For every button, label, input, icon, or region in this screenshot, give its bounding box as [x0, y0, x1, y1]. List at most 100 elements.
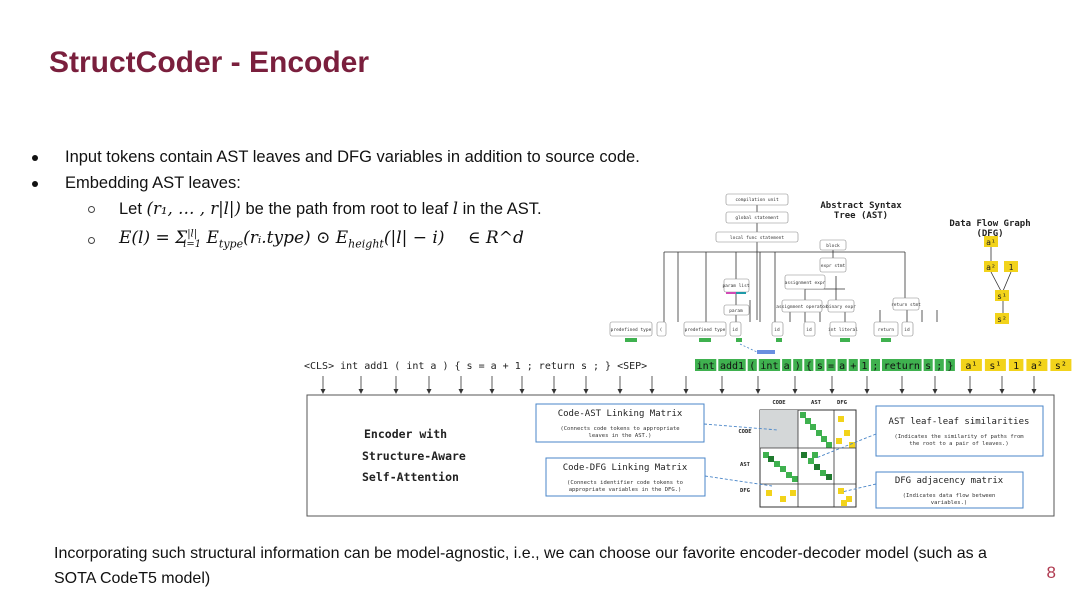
arrow-head [932, 389, 938, 394]
ast-leaf-desc2: the root to a pair of leaves.) [909, 441, 1008, 447]
encoder-label-line3: Self-Attention [362, 470, 459, 484]
ast-token: { [806, 361, 812, 372]
matrix-cell [844, 430, 850, 436]
ast-leaf-label: id [904, 327, 910, 333]
matrix-col-label: AST [811, 400, 822, 406]
ast-token: ) [795, 361, 801, 372]
matrix-cell [780, 466, 786, 472]
arrow-head [967, 389, 973, 394]
ast-node [683, 321, 727, 337]
ast-token-bg [882, 359, 922, 371]
ast-title-line1: Abstract Syntax [820, 201, 902, 211]
dfg-token-bg [984, 359, 1006, 371]
matrix-cell [838, 416, 844, 422]
formula-sub: i=1 [183, 239, 202, 251]
matrix-cell [826, 442, 832, 448]
bullet-2: Embedding AST leaves: [65, 174, 241, 192]
arrow-head [755, 389, 761, 394]
page-number: 8 [1046, 563, 1056, 582]
dfg-adj-desc2: variables.) [931, 500, 967, 506]
arrow-head [864, 389, 870, 394]
sub-bullet-1: Let (r₁, … , r|l|) be the path from root… [119, 199, 542, 219]
encoder-label: Encoder with Structure-Aware Self-Attent… [362, 427, 466, 484]
ast-leaf [873, 321, 899, 337]
ast-node-label: param list [722, 283, 749, 289]
formula-lhs: E(l) = Σ [119, 228, 188, 248]
ast-token: int [760, 361, 778, 372]
ast-node-label: binary expr [826, 304, 856, 310]
ast-token-bg [793, 359, 803, 371]
matrix-cell [780, 496, 786, 502]
ast-token: a [839, 361, 845, 372]
ast-node-label: assignment expr [785, 280, 826, 286]
dashed-connectors [703, 423, 877, 493]
ast-leaf-label: return [878, 327, 895, 333]
ast-node [781, 299, 823, 313]
code-token-sequence: <CLS> int add1 ( int a ) { s = a + 1 ; r… [304, 361, 647, 372]
dfg-token: s² [1055, 361, 1067, 372]
ast-token-bg [870, 359, 880, 371]
ast-leaf [803, 321, 816, 337]
ast-token: add1 [720, 361, 744, 372]
ast-leaf-label: id [774, 327, 780, 333]
formula-term1: E [206, 228, 219, 248]
code-dfg-desc1: (Connects identifier code tokens to [567, 480, 683, 486]
arrow-head [719, 389, 725, 394]
matrix-col-label: DFG [837, 400, 848, 406]
ast-token: ; [872, 361, 878, 372]
code-dfg-desc2: appropriate variables in the DFG.) [569, 487, 682, 493]
dfg-token-bg [1026, 359, 1048, 371]
ast-leaf [771, 321, 784, 337]
dfg-title-line1: Data Flow Graph [949, 219, 1030, 229]
arrow-head [519, 389, 525, 394]
ast-token-bg [782, 359, 792, 371]
matrix-cell [826, 474, 832, 480]
bullet-dot [32, 155, 38, 161]
ast-node [715, 231, 799, 243]
ast-node-label: block [826, 243, 840, 249]
leaf-color-markers [625, 292, 891, 354]
matrix-cell [821, 436, 827, 442]
dfg-token: s¹ [989, 361, 1001, 372]
arrow-head [649, 389, 655, 394]
code-ast-desc2: leaves in the AST.) [589, 433, 652, 439]
arrow-head [899, 389, 905, 394]
ast-node [819, 257, 847, 273]
ast-token: + [850, 361, 856, 372]
dfg-token: a² [1031, 361, 1043, 372]
ast-token-bg [758, 359, 781, 371]
matrix-cell [768, 456, 774, 462]
matrix-cell [800, 412, 806, 418]
arrow-head [489, 389, 495, 394]
ast-token-bg [837, 359, 847, 371]
dfg-node [1004, 261, 1018, 272]
ast-token: s [817, 361, 823, 372]
dfg-node [995, 313, 1009, 324]
ast-node [725, 193, 789, 206]
matrix-cell [763, 452, 769, 458]
ast-node-label: return stmt [891, 302, 921, 308]
formula-term2-sub: height [348, 237, 384, 251]
arrow-head [458, 389, 464, 394]
ast-nodes: compilation unit global statement local … [609, 193, 921, 337]
ast-token: return [884, 361, 920, 372]
ast-node [609, 321, 653, 337]
matrix-cell [838, 488, 844, 494]
matrix-cell [812, 452, 818, 458]
arrow-head [358, 389, 364, 394]
arrow-head [426, 389, 432, 394]
ast-node-label: compilation unit [735, 197, 779, 203]
ast-node [892, 297, 920, 311]
matrix-cell [808, 458, 814, 464]
ast-token-bg [826, 359, 836, 371]
dfg-graph: a¹ a² 1 s¹ s² [984, 236, 1018, 324]
ast-tree [663, 205, 938, 322]
matrix-cell [790, 490, 796, 496]
leaf-var: l [452, 199, 459, 218]
dfg-adj-box: DFG adjacency matrix (Indicates data flo… [875, 471, 1024, 509]
arrow-head [551, 389, 557, 394]
ast-node-label: predefined type [685, 327, 726, 333]
attention-matrix: CODE AST DFG CODE AST DFG [738, 400, 857, 508]
dfg-node-label: s² [997, 315, 1007, 324]
